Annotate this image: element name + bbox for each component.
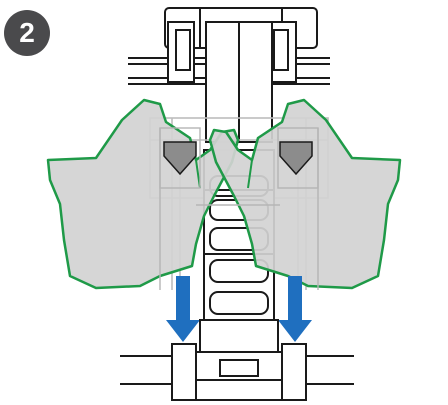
base-assembly — [120, 319, 354, 401]
left-release-tab — [163, 141, 197, 176]
down-arrow-right — [278, 276, 312, 342]
release-tabs — [163, 141, 313, 176]
step-number-badge: 2 — [4, 10, 50, 56]
step-number: 2 — [19, 17, 35, 48]
right-release-tab — [279, 141, 313, 176]
right-hand-icon — [208, 98, 402, 290]
hidden-detail-lines — [159, 127, 319, 290]
down-arrow-left — [166, 276, 200, 342]
top-handle-assembly — [128, 7, 330, 143]
